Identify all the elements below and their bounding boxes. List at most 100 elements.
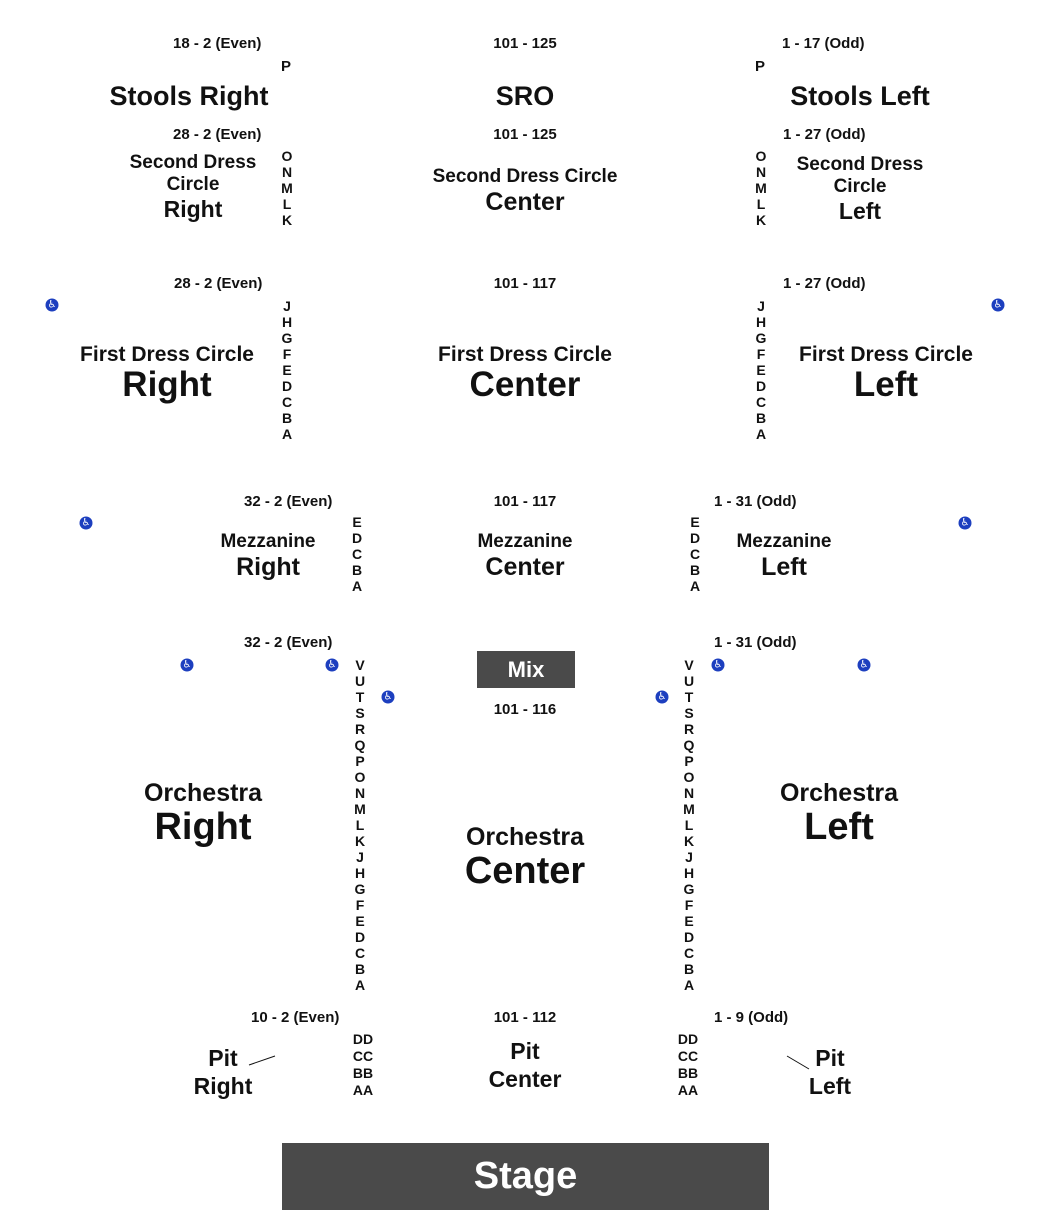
row-label: M <box>755 180 767 196</box>
row-label: H <box>281 314 293 330</box>
row-label: R <box>683 721 695 737</box>
row-label: B <box>683 961 695 977</box>
leader-line <box>248 1055 276 1066</box>
row-label: A <box>689 578 701 594</box>
row-label: M <box>354 801 366 817</box>
row-label: S <box>684 705 694 721</box>
row-label: DD <box>352 1031 374 1047</box>
row-label: H <box>354 865 366 881</box>
section-first-dress-center[interactable]: First Dress Circle Center <box>438 343 612 403</box>
section-stools-left[interactable]: Stools Left <box>790 81 930 111</box>
row-label: D <box>689 530 701 546</box>
row-label: C <box>351 546 363 562</box>
row-label: M <box>683 801 695 817</box>
row-label: A <box>354 977 366 993</box>
section-range: 101 - 112 <box>493 1009 557 1026</box>
row-labels-mezzanine-right: E D C B A <box>342 514 372 594</box>
row-labels-orchestra-left: V U T S R Q P O N M L K J H G F E D C B … <box>674 657 704 993</box>
row-label: P <box>684 753 694 769</box>
section-label: Pit <box>815 1045 845 1071</box>
row-label: Q <box>354 737 366 753</box>
section-label: Right <box>236 553 300 581</box>
row-label: K <box>354 833 366 849</box>
section-label: Pit <box>208 1045 238 1071</box>
row-labels-mezzanine-left: E D C B A <box>680 514 710 594</box>
section-second-dress-left[interactable]: Second Dress Circle Left <box>797 154 924 224</box>
row-label: F <box>355 897 365 913</box>
row-label: D <box>683 929 695 945</box>
wheelchair-accessible-icon: ♿ <box>79 516 93 530</box>
section-range: 28 - 2 (Even) <box>173 126 262 143</box>
row-label: K <box>281 212 293 228</box>
row-label: AA <box>352 1082 374 1098</box>
section-label: First Dress Circle <box>438 343 612 366</box>
section-range: 101 - 117 <box>493 275 557 292</box>
row-labels-pit-right: DD CC BB AA <box>345 1031 381 1099</box>
section-pit-left[interactable]: Pit Left <box>809 1044 851 1100</box>
section-orchestra-left[interactable]: Orchestra Left <box>780 779 898 847</box>
section-range: 1 - 27 (Odd) <box>783 275 866 292</box>
row-label: H <box>755 314 767 330</box>
row-label: D <box>351 530 363 546</box>
row-label: C <box>354 945 366 961</box>
section-pit-center[interactable]: Pit Center <box>489 1037 562 1093</box>
section-label: Right <box>122 365 212 404</box>
row-label: R <box>354 721 366 737</box>
leader-line <box>786 1055 810 1070</box>
wheelchair-accessible-icon: ♿ <box>655 690 669 704</box>
section-label: Circle <box>833 176 887 197</box>
row-label: N <box>683 785 695 801</box>
row-label: D <box>354 929 366 945</box>
section-label: First Dress Circle <box>799 343 973 366</box>
row-label: AA <box>677 1082 699 1098</box>
section-range: 1 - 27 (Odd) <box>783 126 866 143</box>
row-label: J <box>283 298 291 314</box>
section-pit-right[interactable]: Pit Right <box>194 1044 253 1100</box>
row-labels-first-dress-left: J H G F E D C B A <box>746 298 776 442</box>
row-label: CC <box>677 1048 699 1064</box>
row-label: O <box>281 148 293 164</box>
row-label: BB <box>677 1065 699 1081</box>
mix-position: Mix <box>477 651 575 688</box>
row-label: F <box>756 346 766 362</box>
section-first-dress-left[interactable]: First Dress Circle Left <box>799 343 973 403</box>
section-mezzanine-right[interactable]: Mezzanine Right <box>220 531 315 581</box>
row-label: B <box>354 961 366 977</box>
section-range: 10 - 2 (Even) <box>251 1009 340 1026</box>
row-label: C <box>755 394 767 410</box>
row-label: P <box>755 58 766 75</box>
row-labels-first-dress-right: J H G F E D C B A <box>272 298 302 442</box>
section-label: Center <box>485 553 565 581</box>
section-mezzanine-left[interactable]: Mezzanine Left <box>736 531 831 581</box>
section-range: 101 - 117 <box>493 493 557 510</box>
section-label: Orchestra <box>779 779 899 807</box>
section-stools-right[interactable]: Stools Right <box>109 81 269 111</box>
row-label: T <box>355 689 365 705</box>
section-first-dress-right[interactable]: First Dress Circle Right <box>80 343 254 403</box>
row-label: C <box>683 945 695 961</box>
section-range: 1 - 17 (Odd) <box>782 35 865 52</box>
row-label: A <box>683 977 695 993</box>
section-mezzanine-center[interactable]: Mezzanine Center <box>477 531 572 581</box>
row-label: E <box>282 362 292 378</box>
section-sro[interactable]: SRO <box>495 81 555 111</box>
wheelchair-accessible-icon: ♿ <box>180 658 194 672</box>
section-orchestra-right[interactable]: Orchestra Right <box>144 779 262 847</box>
section-range: 32 - 2 (Even) <box>244 634 333 651</box>
section-second-dress-right[interactable]: Second Dress Circle Right <box>130 152 257 222</box>
section-label: Mezzanine <box>736 531 832 552</box>
row-label: CC <box>352 1048 374 1064</box>
row-label: C <box>689 546 701 562</box>
row-label: G <box>281 330 293 346</box>
section-second-dress-center[interactable]: Second Dress Circle Center <box>433 166 618 216</box>
stage: Stage <box>282 1143 769 1210</box>
section-range: 32 - 2 (Even) <box>244 493 333 510</box>
row-label: L <box>355 817 365 833</box>
row-label: P <box>281 58 292 75</box>
section-orchestra-center[interactable]: Orchestra Center <box>465 823 585 891</box>
row-label: BB <box>352 1065 374 1081</box>
row-label: B <box>755 410 767 426</box>
section-label: Second Dress <box>129 152 257 173</box>
section-label: Center <box>464 850 586 892</box>
row-label: L <box>282 196 292 212</box>
